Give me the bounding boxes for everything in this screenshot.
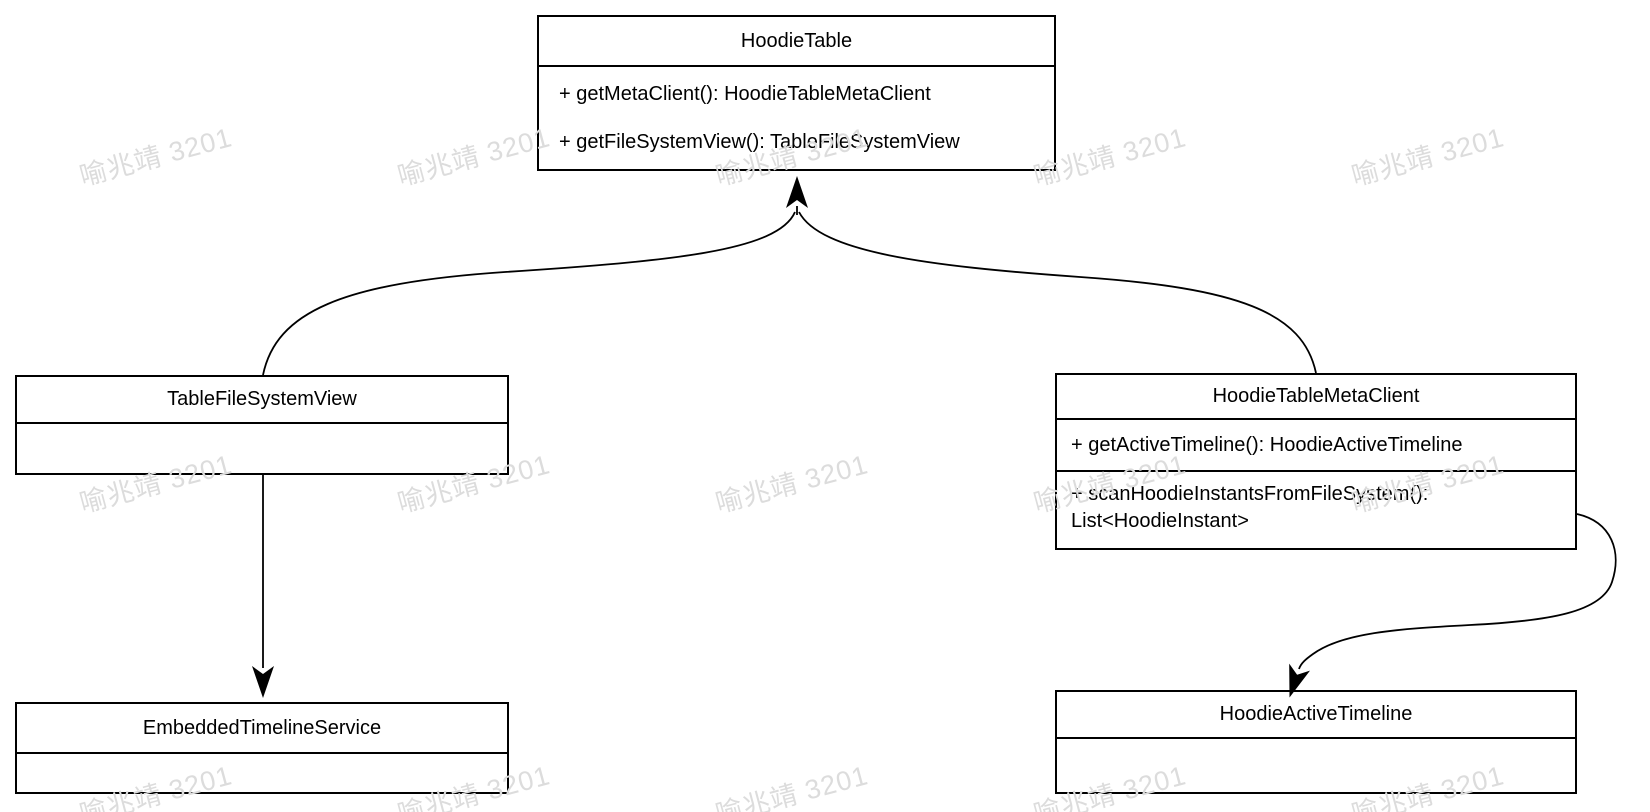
class-box-hoodietable[interactable]: HoodieTable + getMetaClient(): HoodieTab… (537, 15, 1056, 171)
watermark-text: 喻兆靖 3201 (1348, 122, 1508, 192)
class-title-hoodietable: HoodieTable (539, 17, 1054, 67)
empty-compartment (1057, 739, 1575, 792)
watermark-text: 喻兆靖 3201 (76, 122, 236, 192)
inheritance-branch-metaclient-to-hoodietable (798, 211, 1317, 374)
class-methods-hoodietable: + getMetaClient(): HoodieTableMetaClient… (539, 67, 1054, 176)
class-box-tablefilesystemview[interactable]: TableFileSystemView (15, 375, 509, 475)
empty-compartment (17, 754, 507, 792)
class-title-hoodieactivetimeline: HoodieActiveTimeline (1057, 692, 1575, 739)
empty-compartment (17, 424, 507, 473)
class-title-embeddedtimelineservice: EmbeddedTimelineService (17, 704, 507, 754)
method-getfilesystemview: + getFileSystemView(): TableFileSystemVi… (559, 131, 960, 153)
class-box-hoodieactivetimeline[interactable]: HoodieActiveTimeline (1055, 690, 1577, 794)
method-scanhoodieinstants: + scanHoodieInstantsFromFileSystem(): Li… (1071, 483, 1429, 532)
inheritance-branch-tablefilesystemview-to-hoodietable (262, 211, 796, 376)
watermark-text: 喻兆靖 3201 (712, 449, 872, 519)
class-title-hoodietablemetaclient: HoodieTableMetaClient (1057, 375, 1575, 420)
watermark-text: 喻兆靖 3201 (394, 122, 554, 192)
method-getmetaclient: + getMetaClient(): HoodieTableMetaClient (559, 83, 931, 105)
watermark-text: 喻兆靖 3201 (712, 760, 872, 812)
class-box-embeddedtimelineservice[interactable]: EmbeddedTimelineService (15, 702, 509, 794)
method-getactivetimeline: + getActiveTimeline(): HoodieActiveTimel… (1057, 420, 1575, 472)
class-box-hoodietablemetaclient[interactable]: HoodieTableMetaClient + getActiveTimelin… (1055, 373, 1577, 550)
class-title-tablefilesystemview: TableFileSystemView (17, 377, 507, 424)
